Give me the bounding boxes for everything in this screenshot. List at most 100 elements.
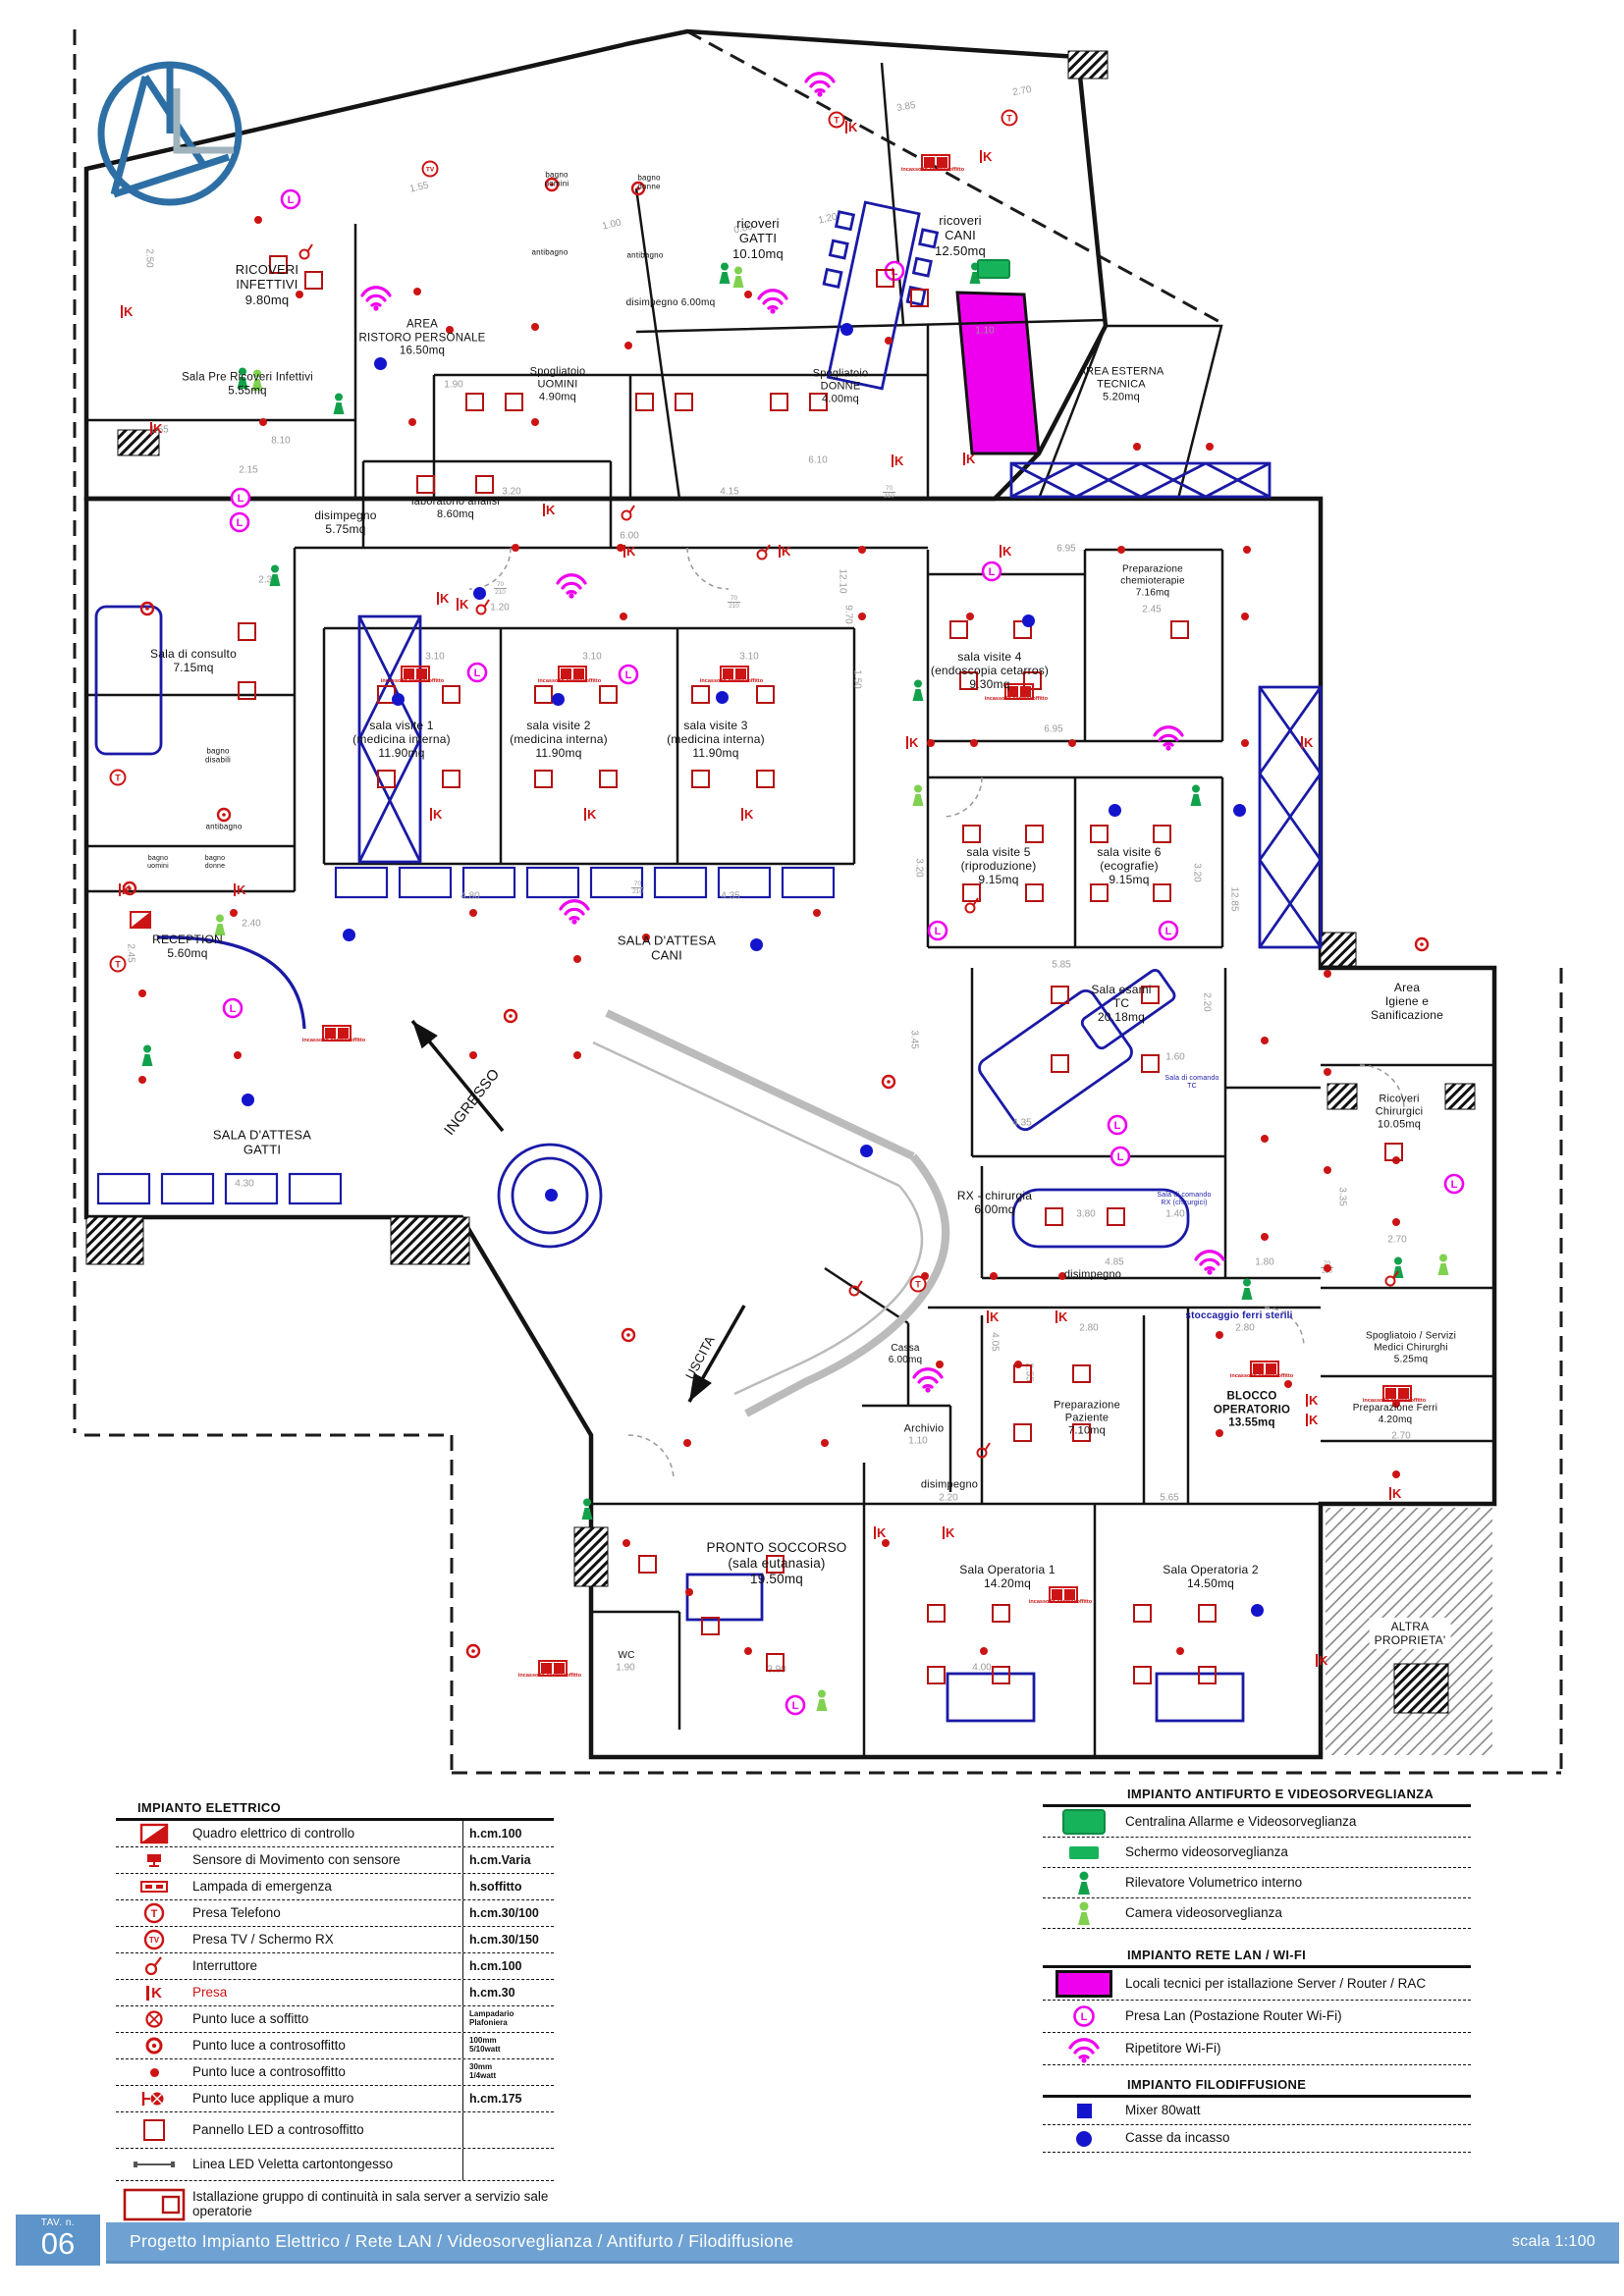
dimension-label: 3.10 xyxy=(425,651,445,663)
lan-socket-icon: L xyxy=(222,997,244,1019)
power-socket-icon: K xyxy=(892,454,903,467)
sheet-number-label: TAV. n. xyxy=(40,2217,76,2228)
dimension-label: 3.10 xyxy=(582,651,602,663)
legend-security-title: IMPIANTO ANTIFURTO E VIDEOSORVEGLIANZA xyxy=(1127,1787,1435,1801)
led-panel-icon xyxy=(475,475,494,494)
dimension-label: 2.50 xyxy=(143,248,155,268)
lan-socket-icon: L xyxy=(1107,1114,1128,1136)
room-label: disimpegno 5.75mq xyxy=(314,507,377,536)
dimension-label: 2.45 xyxy=(125,943,136,963)
camera-icon xyxy=(1043,1901,1125,1925)
ceiling-light-icon xyxy=(230,909,238,917)
speaker-icon xyxy=(545,1189,558,1201)
led-panel-icon xyxy=(1072,1364,1091,1383)
power-socket-icon: K xyxy=(457,598,468,611)
led-panel-icon xyxy=(416,475,435,494)
led-panel-icon xyxy=(1051,1054,1069,1073)
svg-text:T: T xyxy=(915,1280,921,1290)
dimension-label: 3.80 xyxy=(1076,1208,1096,1220)
ceiling-light-icon xyxy=(620,613,627,620)
led-panel-icon xyxy=(927,1666,946,1684)
dimension-label: 1.10 xyxy=(975,325,995,337)
led-panel-icon xyxy=(116,2119,192,2141)
legend-label: Presa Lan (Postazione Router Wi-Fi) xyxy=(1125,2007,1342,2023)
speaker-icon xyxy=(1109,804,1121,817)
power-socket-icon: K xyxy=(430,808,442,821)
sheet-title-bar: Progetto Impianto Elettrico / Rete LAN /… xyxy=(106,2222,1619,2264)
emergency-lamp-icon xyxy=(1382,1385,1412,1402)
legend-row: Locali tecnici per istallazione Server /… xyxy=(1043,1968,1471,2001)
power-socket-icon: K xyxy=(874,1526,886,1539)
dimension-label: 8.10 xyxy=(271,435,291,447)
dimension-label: 6.10 xyxy=(808,454,828,466)
switch-icon xyxy=(976,1442,991,1459)
legend-label: Punto luce a soffitto xyxy=(192,2010,309,2026)
speaker-icon xyxy=(1022,614,1035,627)
phone-socket-icon: T xyxy=(109,769,127,786)
dimension-label: 1.65 xyxy=(149,424,169,436)
led-panel-icon xyxy=(238,622,256,641)
dimension-label: 6.00 xyxy=(620,530,639,542)
legend-label: Schermo videosorveglianza xyxy=(1125,1843,1288,1859)
led-panel-icon xyxy=(1051,986,1069,1004)
legend-height xyxy=(462,2112,554,2148)
led-panel-icon xyxy=(442,685,460,704)
wifi-repeater-icon xyxy=(757,289,788,314)
dimension-label: 4.00 xyxy=(972,1662,992,1674)
led-panel-icon xyxy=(992,1666,1010,1684)
rilevatore-icon xyxy=(1043,1871,1125,1895)
alarm-unit-icon xyxy=(977,259,1010,279)
power-socket-icon: K xyxy=(234,883,245,896)
svg-text:L: L xyxy=(1117,1151,1124,1163)
ceiling-light-icon xyxy=(821,1439,829,1447)
ceiling-light-icon xyxy=(744,291,752,298)
room-label: Cassa 6.00mq xyxy=(888,1343,923,1365)
dimension-label: 3.45 xyxy=(908,1030,920,1049)
lan-socket-icon: L xyxy=(230,487,251,508)
ceiling-light-icon xyxy=(1216,1429,1223,1437)
svg-text:T: T xyxy=(834,116,839,126)
ceiling-light-icon xyxy=(1117,546,1125,554)
led-panel-icon xyxy=(1384,1143,1403,1161)
legend-lan: IMPIANTO RETE LAN / WI-FI Locali tecnici… xyxy=(1043,1948,1471,2065)
room-label: AREA RISTORO PERSONALE 16.50mq xyxy=(358,318,486,357)
wifi-repeater-icon xyxy=(360,286,392,311)
wifi-repeater-icon xyxy=(804,72,836,97)
lan-socket-icon: L xyxy=(280,188,301,210)
ceiling-light-icon xyxy=(617,544,624,552)
power-socket-icon: K xyxy=(1056,1310,1067,1323)
room-label: disimpegno 6.00mq xyxy=(625,297,716,309)
led-panel-icon xyxy=(949,620,968,639)
legend-label: Quadro elettrico di controllo xyxy=(192,1825,355,1841)
room-label: Sala di consulto 7.15mq xyxy=(150,646,237,674)
lan-socket-icon: L xyxy=(981,561,1002,582)
legend-electrical: IMPIANTO ELETTRICO Quadro elettrico di c… xyxy=(116,1800,554,2229)
ceiling-light-icon xyxy=(413,288,421,295)
room-label: bagno uomini xyxy=(147,854,169,870)
emergency-lamp-caption: incasso in controsoffitto xyxy=(301,1038,366,1043)
legend-height: h.cm.Varia xyxy=(462,1847,554,1873)
motion-sensor-icon xyxy=(719,262,731,284)
ceiling-light-icon xyxy=(1241,739,1249,747)
power-socket-icon: K xyxy=(623,545,635,558)
ceiling-lamp-icon xyxy=(544,177,560,192)
room-label: RECEPTION 5.60mq xyxy=(152,932,223,960)
lampada-icon xyxy=(116,1880,192,1894)
studio-logo xyxy=(97,61,243,206)
lan-socket-icon: L xyxy=(1443,1173,1465,1195)
legend-height: 100mm 5/10watt xyxy=(462,2033,554,2058)
emergency-lamp-icon xyxy=(1250,1361,1279,1377)
room-label: Area Igiene e Sanificazione xyxy=(1371,980,1443,1023)
room-label: Sala di comando RX (chirurgici) xyxy=(1157,1191,1212,1206)
emergency-lamp-caption: incasso in controsoffitto xyxy=(537,678,602,684)
ceiling-light-icon xyxy=(296,291,303,298)
switch-icon xyxy=(1384,1270,1399,1287)
sheet-scale: scala 1:100 xyxy=(1511,2232,1596,2250)
room-label: Sala Pre Ricoveri Infettivi 5.55mq xyxy=(182,371,313,397)
